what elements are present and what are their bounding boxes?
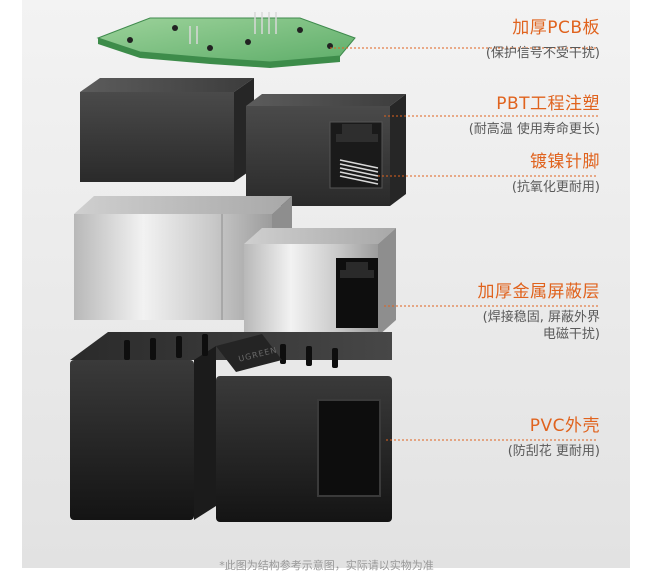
label-metal-shield: 加厚金属屏蔽层 (焊接稳固, 屏蔽外界 电磁干扰): [478, 282, 601, 343]
metal-shield-right: [244, 228, 396, 336]
label-subtitle-line1: (焊接稳固, 屏蔽外界: [482, 310, 600, 325]
nickel-pins: [339, 159, 379, 185]
label-title: 镀镍针脚: [530, 152, 600, 172]
metal-shield-left: [74, 196, 292, 320]
label-nickel-pins: 镀镍针脚 (抗氧化更耐用): [512, 152, 600, 196]
label-pcb-board: 加厚PCB板 (保护信号不受干扰): [486, 18, 600, 62]
pbt-housing-left: [80, 78, 254, 182]
label-subtitle-line2: 电磁干扰): [542, 327, 600, 342]
label-subtitle: (抗氧化更耐用): [511, 180, 600, 195]
pcb-board: [96, 12, 356, 68]
label-pvc-shell: PVC外壳 (防刮花 更耐用): [508, 416, 600, 460]
label-title: 加厚金属屏蔽层: [477, 282, 600, 302]
pvc-outer-shell: [70, 332, 392, 522]
label-subtitle: (保护信号不受干扰): [485, 46, 600, 61]
label-pbt-injection: PBT工程注塑 (耐高温 使用寿命更长): [469, 94, 600, 138]
leader-lines: [330, 47, 598, 441]
label-title: PBT工程注塑: [496, 94, 600, 114]
footnote: *此图为结构参考示意图，实际请以实物为准: [219, 559, 434, 572]
label-title: 加厚PCB板: [512, 18, 600, 38]
label-title: PVC外壳: [529, 416, 600, 436]
label-subtitle-block: (焊接稳固, 屏蔽外界 电磁干扰): [478, 309, 600, 343]
pbt-housing-right: [246, 94, 406, 206]
label-subtitle: (防刮花 更耐用): [507, 444, 600, 459]
label-subtitle: (耐高温 使用寿命更长): [468, 122, 600, 137]
